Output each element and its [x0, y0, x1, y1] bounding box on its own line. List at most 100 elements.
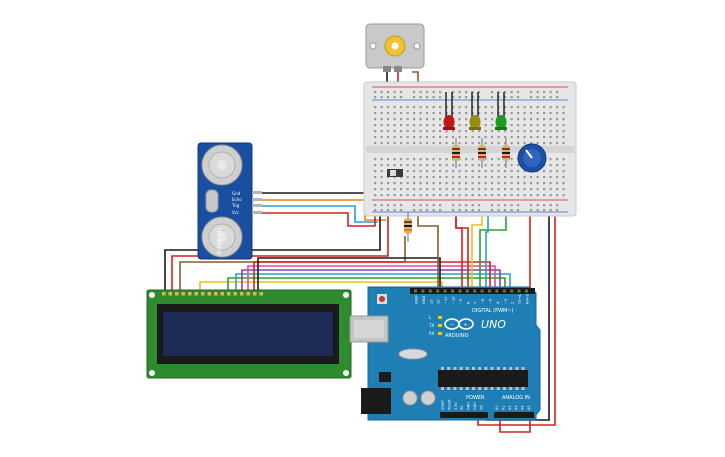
chip-pin	[509, 387, 513, 390]
lcd-display[interactable]	[146, 289, 352, 379]
potentiometer[interactable]	[517, 143, 547, 173]
breadboard-hole	[562, 130, 565, 133]
arduino-pin-hole[interactable]	[436, 289, 440, 293]
breadboard-hole	[491, 164, 494, 167]
breadboard-hole	[491, 118, 494, 121]
resistor-2[interactable]	[478, 138, 486, 168]
breadboard-hole	[400, 136, 403, 139]
analog-label: ANALOG IN	[502, 395, 530, 401]
breadboard-hole	[504, 194, 507, 197]
breadboard-rail-hole	[510, 91, 513, 94]
arduino-pin-hole[interactable]	[495, 289, 499, 293]
slide-switch[interactable]	[387, 169, 403, 177]
resistor-3[interactable]	[502, 138, 510, 168]
breadboard-hole	[439, 112, 442, 115]
breadboard-hole	[517, 142, 520, 145]
breadboard-rail-hole	[380, 96, 383, 99]
breadboard-rail-hole	[426, 204, 429, 207]
breadboard-hole	[562, 124, 565, 127]
breadboard-hole	[426, 124, 429, 127]
sensor-pin-gnd: Gnd	[232, 191, 241, 196]
breadboard-hole	[439, 176, 442, 179]
resistor-4[interactable]	[404, 212, 412, 242]
breadboard-hole	[458, 112, 461, 115]
breadboard-hole	[504, 176, 507, 179]
breadboard-hole	[478, 176, 481, 179]
ultrasonic-sensor[interactable]: HC-SR04 Gnd Echo Trig Vcc	[197, 142, 262, 260]
breadboard-hole	[406, 176, 409, 179]
breadboard-hole	[562, 176, 565, 179]
breadboard-hole	[406, 112, 409, 115]
breadboard-hole	[465, 118, 468, 121]
breadboard-hole	[419, 164, 422, 167]
breadboard-hole	[393, 124, 396, 127]
breadboard-rail-hole	[419, 96, 422, 99]
breadboard-hole	[523, 130, 526, 133]
breadboard-hole	[510, 118, 513, 121]
breadboard-hole	[491, 158, 494, 161]
arduino-pin-hole[interactable]	[502, 289, 506, 293]
breadboard-hole	[478, 194, 481, 197]
breadboard-hole	[445, 136, 448, 139]
breadboard-hole	[413, 170, 416, 173]
arduino-pin-hole[interactable]	[414, 289, 417, 293]
breadboard-hole	[504, 106, 507, 109]
breadboard-hole	[510, 112, 513, 115]
breadboard-hole	[536, 118, 539, 121]
breadboard-hole	[543, 124, 546, 127]
breadboard-hole	[458, 124, 461, 127]
breadboard-rail-hole	[439, 96, 442, 99]
arduino-pin-hole[interactable]	[465, 289, 469, 293]
arduino-pin-hole[interactable]	[443, 289, 447, 293]
arduino-pin-hole[interactable]	[525, 289, 528, 293]
breadboard-rail-hole	[510, 209, 513, 212]
breadboard-hole	[484, 136, 487, 139]
chip-pin	[503, 387, 506, 390]
arduino-pin-hole[interactable]	[428, 289, 432, 293]
breadboard-rail-hole	[517, 91, 520, 94]
breadboard-hole	[549, 188, 552, 191]
chip-pin	[496, 367, 500, 370]
arduino-pin-hole[interactable]	[451, 289, 454, 293]
breadboard-hole	[517, 130, 520, 133]
arduino-pin-hole[interactable]	[517, 289, 521, 293]
arduino-pin-hole[interactable]	[488, 289, 491, 293]
breadboard-hole	[484, 194, 487, 197]
breadboard-rail-hole	[380, 91, 383, 94]
breadboard-hole	[510, 136, 513, 139]
breadboard-hole	[510, 106, 513, 109]
resistor-1[interactable]	[452, 138, 460, 168]
arduino-pin-hole[interactable]	[473, 289, 477, 293]
breadboard-hole	[400, 142, 403, 145]
arduino-pin-hole[interactable]	[510, 289, 514, 293]
breadboard-hole	[419, 158, 422, 161]
breadboard-rail-hole	[517, 204, 520, 207]
breadboard-hole	[419, 142, 422, 145]
breadboard-hole	[426, 158, 429, 161]
led-red[interactable]	[443, 92, 455, 130]
arduino-pin-hole[interactable]	[458, 289, 462, 293]
arduino-pin-hole[interactable]	[480, 289, 484, 293]
breadboard-hole	[406, 182, 409, 185]
breadboard-hole	[432, 188, 435, 191]
breadboard-rail-hole	[530, 96, 533, 99]
led-green[interactable]	[495, 92, 507, 130]
dc-motor[interactable]	[365, 23, 425, 72]
breadboard-rail-hole	[452, 91, 455, 94]
arduino-pin-hole[interactable]	[421, 289, 425, 293]
breadboard-rail-hole	[491, 91, 494, 94]
breadboard-rail-hole	[471, 204, 474, 207]
chip-pin	[521, 387, 525, 390]
breadboard-channel	[366, 146, 574, 153]
lcd-pin	[240, 292, 244, 296]
breadboard-hole	[413, 182, 416, 185]
breadboard-rail-hole	[374, 96, 377, 99]
breadboard-rail-hole	[393, 96, 396, 99]
led-yellow[interactable]	[469, 92, 481, 130]
breadboard-hole	[491, 176, 494, 179]
breadboard-hole	[562, 158, 565, 161]
breadboard-hole	[484, 106, 487, 109]
lcd-screen	[163, 312, 333, 356]
